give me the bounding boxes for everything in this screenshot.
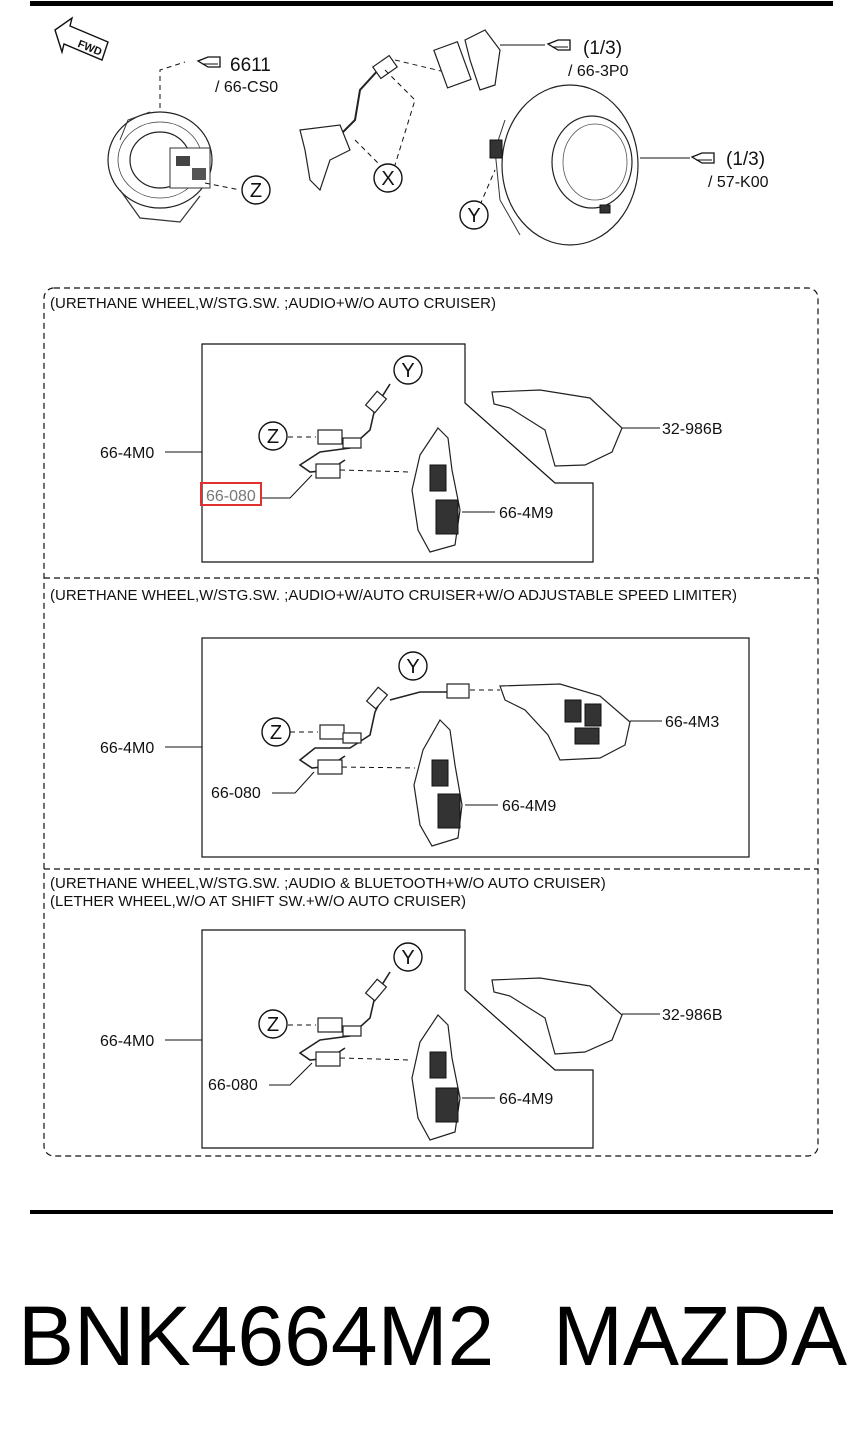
footer-caption: BNK4664M2 MAZDA <box>0 1288 864 1408</box>
airbag-module-part <box>489 84 639 246</box>
clock-spring-part <box>107 111 213 223</box>
variant-frame <box>43 287 819 1157</box>
callout-x-text: X <box>381 168 394 190</box>
section-3-callout-y: Y <box>401 947 414 969</box>
section-1: (URETHANE WHEEL,W/STG.SW. ;AUDIO+W/O AUT… <box>50 295 723 563</box>
section-2-label-664m3: 66-4M3 <box>665 714 719 731</box>
section-2-header: (URETHANE WHEEL,W/STG.SW. ;AUDIO+W/AUTO … <box>50 587 737 604</box>
section-2-label-664m9: 66-4M9 <box>502 798 556 815</box>
section-2-label-66080: 66-080 <box>211 785 261 802</box>
callout-y <box>459 200 489 230</box>
top-overview: FWD 6611 / 66-CS0 Z <box>54 16 769 246</box>
section-1-callout-y: Y <box>401 360 414 382</box>
section-2-label-664m0: 66-4M0 <box>100 740 154 757</box>
part-number: BNK4664M2 <box>18 1289 495 1383</box>
section-3: (URETHANE WHEEL,W/STG.SW. ;AUDIO & BLUET… <box>50 875 723 1149</box>
section-2-callout-y: Y <box>406 656 419 678</box>
bottom-rule <box>30 1210 833 1214</box>
ref-6611: 6611 <box>230 55 271 76</box>
ref-663p0: / 66-3P0 <box>568 63 629 80</box>
section-2: (URETHANE WHEEL,W/STG.SW. ;AUDIO+W/AUTO … <box>50 587 750 858</box>
section-3-label-664m0: 66-4M0 <box>100 1033 154 1050</box>
callout-y-text: Y <box>467 205 480 227</box>
ref-13a: (1/3) <box>583 38 622 59</box>
callout-x <box>373 163 403 193</box>
section-3-label-66080: 66-080 <box>208 1077 258 1094</box>
ref-13b: (1/3) <box>726 149 765 170</box>
ref-66cs0: / 66-CS0 <box>215 79 278 96</box>
section-1-label-66080: 66-080 <box>206 488 256 505</box>
ref-57k00: / 57-K00 <box>708 174 769 191</box>
fwd-arrow-icon: FWD <box>54 16 109 61</box>
callout-z-text: Z <box>250 180 262 202</box>
section-1-header: (URETHANE WHEEL,W/STG.SW. ;AUDIO+W/O AUT… <box>50 295 496 312</box>
brand-name: MAZDA <box>553 1289 847 1383</box>
section-2-callout-z: Z <box>270 722 282 744</box>
top-rule <box>30 1 833 6</box>
callout-z <box>241 175 271 205</box>
section-1-label-664m0: 66-4M0 <box>100 445 154 462</box>
section-3-header: (URETHANE WHEEL,W/STG.SW. ;AUDIO & BLUET… <box>50 875 606 892</box>
section-3-label-664m9: 66-4M9 <box>499 1091 553 1108</box>
section-3-label-32986b: 32-986B <box>662 1007 723 1024</box>
section-1-callout-z: Z <box>267 426 279 448</box>
section-1-label-664m9: 66-4M9 <box>499 505 553 522</box>
section-3-header-2: (LETHER WHEEL,W/O AT SHIFT SW.+W/O AUTO … <box>50 893 466 910</box>
section-3-callout-z: Z <box>267 1014 279 1036</box>
harness-x-part <box>299 29 501 192</box>
highlight-box <box>200 482 262 506</box>
section-1-label-32986b: 32-986B <box>662 421 723 438</box>
